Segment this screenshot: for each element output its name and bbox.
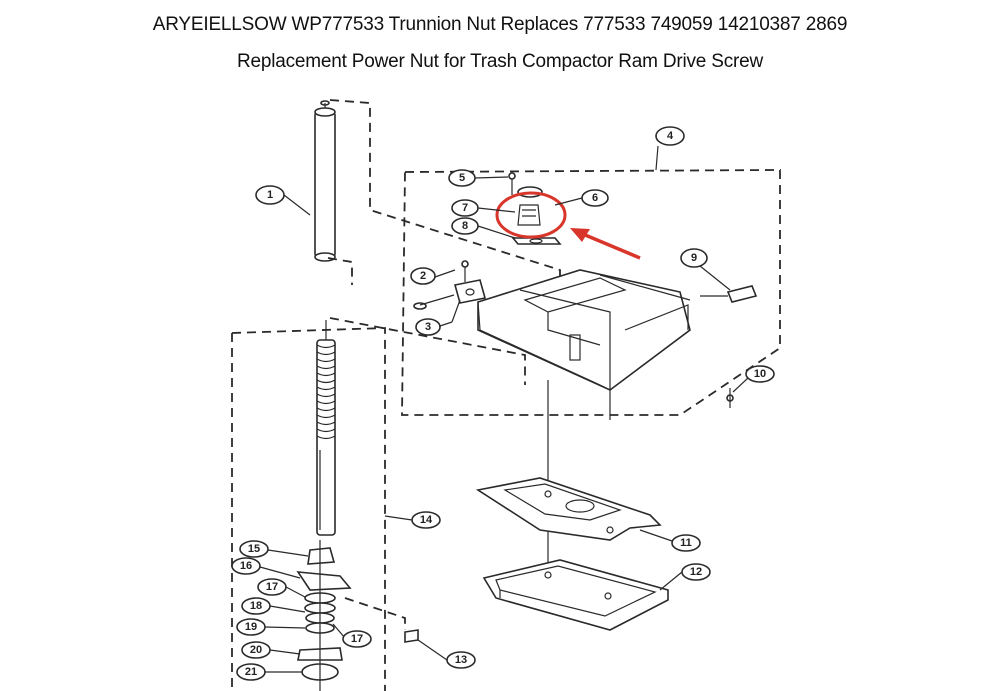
- svg-text:11: 11: [680, 537, 692, 549]
- svg-text:17: 17: [351, 633, 363, 645]
- bracket-parts-2-3: [413, 260, 487, 323]
- bottom-stack-parts-15-21: [296, 540, 352, 691]
- callout-21: 21: [236, 663, 266, 681]
- callout-leaders: [259, 145, 749, 673]
- svg-text:15: 15: [248, 543, 260, 555]
- screw-part-10: [726, 388, 734, 408]
- tray-part-12: [482, 559, 669, 631]
- svg-text:19: 19: [245, 621, 257, 633]
- svg-text:18: 18: [250, 600, 262, 612]
- ram-tube-part-1: [314, 99, 561, 298]
- svg-text:7: 7: [462, 202, 468, 214]
- svg-text:8: 8: [462, 220, 468, 232]
- svg-text:10: 10: [754, 368, 766, 380]
- drive-screw-part-14: [316, 317, 526, 536]
- svg-text:4: 4: [667, 130, 674, 142]
- svg-text:17: 17: [266, 581, 278, 593]
- switch-part-9: [700, 285, 758, 303]
- callout-1: 1: [255, 185, 285, 205]
- callout-9: 9: [680, 248, 708, 268]
- assembly-boundary-4: [401, 169, 781, 416]
- callout-15: 15: [239, 540, 269, 558]
- callout-5: 5: [448, 169, 476, 187]
- svg-text:2: 2: [420, 270, 426, 282]
- product-title-line-1: ARYEIELLSOW WP777533 Trunnion Nut Replac…: [152, 14, 848, 35]
- svg-text:16: 16: [240, 560, 252, 572]
- callout-10: 10: [745, 365, 775, 383]
- svg-text:3: 3: [425, 321, 431, 333]
- svg-text:9: 9: [691, 252, 697, 264]
- svg-text:5: 5: [459, 172, 465, 184]
- callout-14: 14: [411, 511, 441, 529]
- svg-text:21: 21: [245, 666, 257, 678]
- callout-19: 19: [236, 618, 266, 636]
- callout-17b: 17: [342, 630, 372, 648]
- callout-3: 3: [415, 318, 441, 336]
- callout-13: 13: [446, 651, 476, 669]
- callout-6: 6: [581, 189, 609, 207]
- callout-11: 11: [671, 534, 701, 552]
- callout-7: 7: [451, 199, 479, 217]
- product-title-line-2: Replacement Power Nut for Trash Compacto…: [236, 51, 764, 72]
- callout-4: 4: [655, 126, 685, 146]
- callout-8: 8: [451, 217, 479, 235]
- callout-20: 20: [241, 641, 271, 659]
- svg-text:12: 12: [690, 566, 702, 578]
- callout-16: 16: [231, 557, 261, 575]
- svg-text:20: 20: [250, 644, 262, 656]
- callout-18: 18: [241, 597, 271, 615]
- callout-2: 2: [410, 267, 436, 285]
- callout-12: 12: [681, 563, 711, 581]
- svg-text:6: 6: [592, 192, 598, 204]
- ram-housing: [477, 269, 691, 580]
- highlight-trunnion-nut: [495, 191, 641, 260]
- svg-text:13: 13: [455, 654, 467, 666]
- assembly-boundary-14: [231, 327, 386, 691]
- callout-17a: 17: [257, 578, 287, 596]
- svg-text:14: 14: [420, 514, 433, 526]
- svg-text:1: 1: [267, 189, 273, 201]
- plate-part-11: [475, 477, 662, 541]
